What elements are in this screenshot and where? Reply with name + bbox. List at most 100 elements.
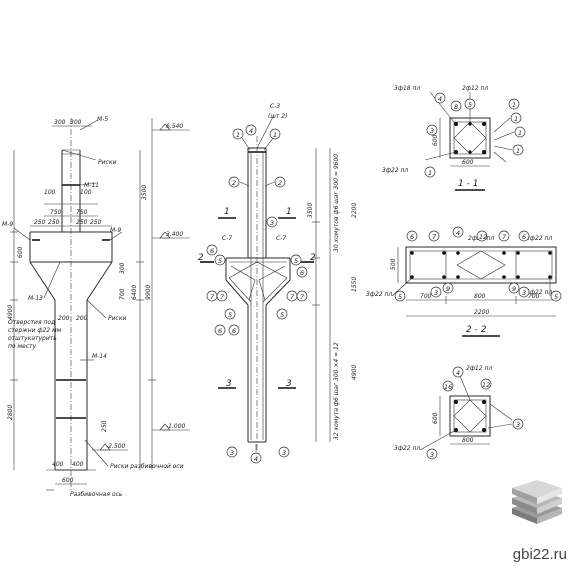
sec1-bottom-label: 3ф22 пл bbox=[382, 167, 408, 174]
mark-m13: М-13 bbox=[28, 295, 43, 302]
dim-h-11: 200 bbox=[76, 315, 88, 322]
dim-h-3: 100 bbox=[80, 189, 92, 196]
callout-1: 2 bbox=[278, 179, 282, 187]
side-dim-3: 4900 bbox=[351, 365, 358, 380]
mark-m5: М-5 bbox=[97, 116, 108, 123]
callout-circle bbox=[245, 124, 257, 136]
callout-12: 5 bbox=[280, 311, 284, 319]
callout-15: 3 bbox=[230, 449, 234, 457]
elevation-ground: -1.000 bbox=[166, 423, 186, 430]
stirrup-note-b: 32 хомута ф6 шаг 300 ×4 = 12 bbox=[333, 342, 340, 440]
section-3-3 bbox=[419, 375, 513, 451]
dim-v-3: 300 bbox=[119, 262, 126, 274]
sec1-c2: 5 bbox=[468, 101, 472, 109]
sec1-dim-h: 600 bbox=[462, 159, 474, 166]
note-line-2: стержни ф22 мм bbox=[8, 327, 62, 334]
bar-label-left: С-7 bbox=[222, 235, 232, 242]
side-dim-2: 1550 bbox=[351, 277, 358, 292]
sec3-c0: 4 bbox=[456, 369, 460, 377]
callout-0: 2 bbox=[232, 179, 236, 187]
callout-14: 6 bbox=[232, 327, 236, 335]
callout-13: 6 bbox=[218, 327, 222, 335]
sec2-c10: 5 bbox=[554, 293, 558, 301]
mark-m11: М-11 bbox=[84, 182, 99, 189]
sec1-c8: 1 bbox=[428, 169, 432, 177]
sec2-c1: 7 bbox=[432, 233, 437, 241]
callout-circle bbox=[232, 128, 244, 140]
section-mark-2-left: 2 bbox=[198, 253, 204, 263]
sec2-c0: 6 bbox=[410, 233, 414, 241]
mark-m9-right: М-9 bbox=[110, 227, 121, 234]
sec2-c11: 3 bbox=[522, 289, 526, 297]
sec1-c5: 1 bbox=[514, 115, 518, 123]
dim-v-8: 250 bbox=[101, 420, 108, 432]
sec2-c2: 4 bbox=[456, 229, 460, 237]
column-reinforcement bbox=[200, 114, 331, 452]
sec3-dim-v: 600 bbox=[432, 412, 439, 424]
side-dim-1: 2200 bbox=[351, 203, 358, 218]
sec2-c3: 7 bbox=[502, 233, 507, 241]
sec2-side-label-right: 3ф22 пл bbox=[526, 289, 552, 296]
section-mark-3-right: 3 bbox=[286, 379, 292, 389]
callout-7: 7 bbox=[210, 293, 215, 301]
sec1-c1: 8 bbox=[454, 103, 458, 111]
callout-9: 7 bbox=[290, 293, 295, 301]
note-line-4: по месту bbox=[8, 343, 37, 350]
callout-top-2: 1 bbox=[273, 131, 277, 139]
callout-17: 3 bbox=[282, 449, 286, 457]
axis-label: Разбивочная ось bbox=[70, 491, 123, 498]
dim-h-12: 400 bbox=[52, 461, 64, 468]
sec2-title: 2 - 2 bbox=[466, 325, 487, 335]
section-mark-2-right: 2 bbox=[310, 253, 316, 263]
dim-h-0: 300 bbox=[54, 119, 66, 126]
sec2-dim-c: 700 bbox=[528, 293, 540, 300]
dim-h-1: 300 bbox=[70, 119, 82, 126]
dim-v-6: 9900 bbox=[145, 285, 152, 300]
note-line-1: Отверстия под bbox=[8, 319, 55, 326]
sec1-c3: 1 bbox=[512, 101, 516, 109]
callout-4: 5 bbox=[218, 257, 222, 265]
site-watermark: gbi22.ru bbox=[512, 546, 567, 563]
sec2-side-label-left: 3ф22 пл bbox=[366, 291, 392, 298]
dim-h-7: 250 bbox=[48, 219, 60, 226]
mark-m9-left: М-9 bbox=[2, 221, 13, 228]
elevation-top: 6.540 bbox=[166, 123, 183, 130]
sec1-c7: 1 bbox=[516, 147, 520, 155]
stirrup-note-a: 30 хомутов ф6 шаг 300 = 9600 bbox=[333, 154, 340, 252]
callout-8: 7 bbox=[220, 293, 225, 301]
cap-label: С-3 bbox=[270, 103, 280, 110]
sec1-c6: 1 bbox=[518, 129, 522, 137]
dim-h-6: 250 bbox=[34, 219, 46, 226]
sec2-dim-total: 2200 bbox=[474, 309, 489, 316]
sec3-bottom-label: 3ф22 пл bbox=[394, 445, 420, 452]
section-3-3-texts: 2ф12 пл 3ф22 пл 600 800 4 16 12 3 3 bbox=[394, 365, 524, 460]
sec1-title: 1 - 1 bbox=[458, 179, 478, 189]
sec3-top-label: 2ф12 пл bbox=[466, 365, 492, 372]
dim-v-5: 6400 bbox=[131, 285, 138, 300]
sec1-top-label-right: 2ф12 пл bbox=[462, 85, 488, 92]
column-left-texts: М-5 М-11 М-9 М-9 М-13 М-14 Риски Риски Р… bbox=[2, 116, 186, 498]
dim-h-13: 400 bbox=[72, 461, 84, 468]
section-1-1 bbox=[424, 91, 515, 191]
sec2-c6: 5 bbox=[398, 293, 402, 301]
sec1-top-label-left: 3ф18 пл bbox=[394, 85, 420, 92]
callout-top-1: 4 bbox=[249, 127, 253, 135]
sec2-dim-b: 800 bbox=[474, 293, 486, 300]
dim-v-4: 700 bbox=[119, 288, 126, 300]
section-mark-3-left: 3 bbox=[226, 379, 232, 389]
sec2-c4: 6 bbox=[522, 233, 526, 241]
bar-label-right: С-7 bbox=[276, 235, 286, 242]
sec3-c2: 12 bbox=[482, 381, 490, 389]
note-line-3: отштукатурить bbox=[8, 335, 57, 342]
elevation-base: -2.500 bbox=[106, 443, 126, 450]
dim-h-8: 250 bbox=[76, 219, 88, 226]
callout-10: 7 bbox=[300, 293, 305, 301]
risk-label-bottom: Риски разбивочной оси bbox=[110, 463, 184, 470]
callout-11: 5 bbox=[228, 311, 232, 319]
dim-v-7: 2800 bbox=[7, 405, 14, 420]
risk-label-top: Риски bbox=[98, 159, 116, 166]
dim-h-5: 750 bbox=[76, 209, 88, 216]
elevation-console: 3.400 bbox=[166, 231, 183, 238]
sec1-dim-v: 600 bbox=[432, 134, 439, 146]
